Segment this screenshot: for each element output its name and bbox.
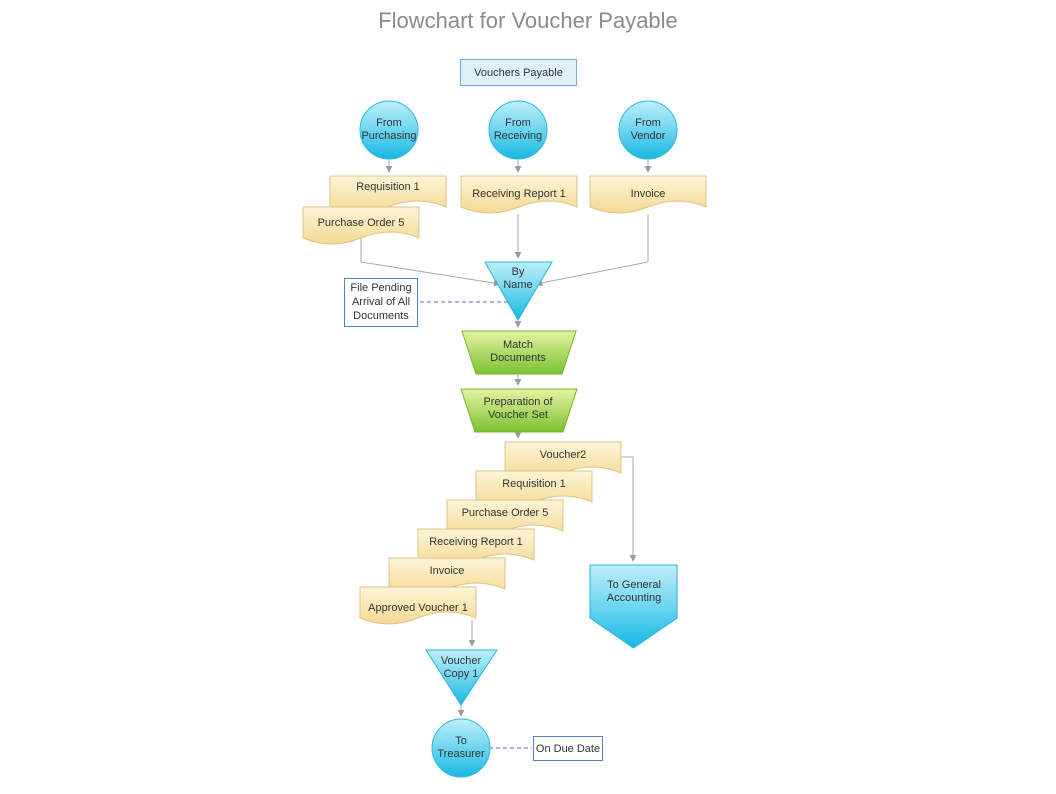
circle-from-vendor — [618, 100, 678, 160]
on-due-date-note: On Due Date — [533, 736, 603, 761]
on-due-date-note-text: On Due Date — [535, 742, 601, 755]
connector-purchaseorder-to-byname — [360, 236, 501, 287]
document-stack-approved-voucher-1 — [359, 586, 477, 625]
trapezoid-match-documents — [461, 330, 577, 375]
pentagon-to-general-accounting — [589, 564, 678, 649]
file-pending-note-text: File Pending Arrival of All Documents — [350, 282, 412, 322]
document-receiving-report-1 — [460, 175, 578, 214]
connectors-layer — [360, 160, 652, 749]
vouchers-payable-box: Vouchers Payable — [460, 59, 577, 86]
circle-from-receiving — [488, 100, 548, 160]
page-title: Flowchart for Voucher Payable — [378, 8, 678, 33]
document-purchase-order-5 — [302, 206, 420, 245]
vouchers-payable-label: Vouchers Payable — [474, 66, 563, 79]
document-invoice — [589, 175, 707, 214]
circle-from-purchasing — [359, 100, 419, 160]
circle-to-treasurer — [431, 718, 491, 778]
triangle-voucher-copy-1 — [425, 649, 498, 706]
file-pending-note: File Pending Arrival of All Documents — [344, 278, 418, 327]
shapes-layer — [302, 100, 707, 778]
trapezoid-preparation-of-voucher-set — [460, 388, 578, 433]
connector-voucher2-to-general-accounting — [621, 456, 637, 562]
connector-invoice-to-byname — [535, 214, 649, 287]
triangle-by-name — [484, 261, 553, 321]
